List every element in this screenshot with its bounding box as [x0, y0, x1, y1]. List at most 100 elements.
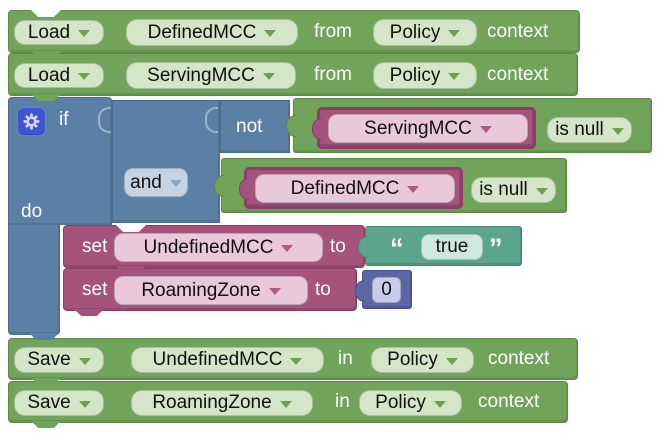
variable-value: UndefinedMCC — [143, 236, 274, 258]
block-isnull-servingmcc[interactable]: ServingMCC is null — [286, 98, 652, 153]
variable-value: RoamingZone — [141, 279, 261, 301]
context-value: Policy — [375, 392, 426, 413]
bottom-tab — [116, 266, 146, 273]
to-label: to — [330, 235, 346, 257]
number-value: 0 — [381, 279, 392, 300]
variable-dropdown[interactable]: UndefinedMCC — [131, 347, 324, 373]
dropdown-arrow-icon — [169, 180, 182, 187]
gear-glyph — [23, 113, 40, 130]
if-label: if — [59, 108, 69, 130]
bottom-tab — [31, 421, 61, 428]
variable-value: DefinedMCC — [290, 177, 400, 199]
not-label: not — [236, 115, 263, 137]
block-number-zero[interactable]: 0 — [355, 270, 412, 309]
load-action-dropdown[interactable]: Load — [14, 63, 104, 88]
block-set-undefinedmcc[interactable]: set UndefinedMCC to — [63, 225, 365, 273]
variable-dropdown[interactable]: DefinedMCC — [126, 19, 298, 46]
open-quote: “ — [390, 233, 404, 263]
top-notch — [31, 10, 61, 17]
variable-dropdown[interactable]: ServingMCC — [126, 62, 296, 89]
block-if-do-spine[interactable]: do — [8, 201, 60, 340]
context-value: Policy — [389, 64, 441, 86]
dropdown-arrow-icon — [479, 126, 492, 133]
gear-icon[interactable] — [17, 107, 46, 136]
to-label: to — [315, 278, 331, 300]
context-label: context — [487, 63, 549, 85]
puzzle-tab-icon — [312, 118, 322, 140]
context-label: context — [478, 391, 540, 412]
block-load-definedmcc[interactable]: Load DefinedMCC from Policy context — [8, 10, 580, 58]
variable-value: ServingMCC — [364, 117, 472, 139]
context-dropdown[interactable]: Policy — [373, 19, 477, 46]
context-value: Policy — [389, 21, 441, 43]
dropdown-arrow-icon — [433, 400, 446, 408]
variable-dropdown[interactable]: UndefinedMCC — [114, 233, 323, 262]
close-quote: ” — [489, 233, 503, 263]
load-action-value: Load — [27, 64, 71, 86]
variable-value: DefinedMCC — [147, 21, 257, 43]
block-save-undefinedmcc[interactable]: Save UndefinedMCC in Policy context — [8, 338, 578, 385]
block-variable-servingmcc[interactable]: ServingMCC — [312, 107, 536, 149]
variable-value: RoamingZone — [152, 392, 272, 413]
null-check-dropdown[interactable]: is null — [471, 177, 556, 203]
context-dropdown[interactable]: Policy — [373, 62, 477, 89]
check-value: is null — [479, 179, 528, 200]
bottom-tab — [74, 309, 104, 316]
dropdown-arrow-icon — [535, 187, 548, 195]
block-variable-definedmcc[interactable]: DefinedMCC — [239, 167, 463, 209]
load-action-dropdown[interactable]: Load — [14, 20, 104, 45]
top-notch — [116, 225, 146, 232]
block-string-true[interactable]: “ true ” — [358, 226, 522, 266]
bottom-tab — [31, 51, 61, 58]
variable-dropdown[interactable]: DefinedMCC — [255, 174, 455, 203]
dropdown-arrow-icon — [290, 357, 303, 365]
bottom-tab — [31, 94, 61, 101]
variable-dropdown[interactable]: ServingMCC — [328, 114, 528, 143]
dropdown-arrow-icon — [611, 127, 624, 135]
dropdown-arrow-icon — [262, 73, 275, 80]
null-check-dropdown[interactable]: is null — [547, 117, 632, 143]
from-label: from — [314, 63, 352, 85]
block-load-servingmcc[interactable]: Load ServingMCC from Policy context — [8, 53, 578, 101]
variable-value: UndefinedMCC — [152, 349, 283, 370]
dropdown-arrow-icon — [78, 73, 91, 80]
save-action-dropdown[interactable]: Save — [14, 347, 104, 373]
operator-value: and — [130, 171, 162, 193]
dropdown-arrow-icon — [448, 30, 461, 37]
block-if[interactable]: if — [8, 97, 112, 225]
do-label: do — [21, 200, 43, 222]
string-input[interactable]: true — [421, 234, 483, 260]
from-label: from — [314, 20, 352, 42]
string-value: true — [435, 236, 469, 257]
dropdown-arrow-icon — [78, 400, 91, 408]
block-set-roamingzone[interactable]: set RoamingZone to — [63, 268, 357, 316]
logic-operator-dropdown[interactable]: and — [124, 168, 188, 197]
block-logic-and[interactable]: and — [112, 100, 220, 223]
puzzle-tab-icon — [239, 178, 249, 200]
variable-dropdown[interactable]: RoamingZone — [131, 390, 313, 416]
check-value: is null — [555, 119, 604, 140]
bottom-tab — [29, 333, 59, 340]
context-dropdown[interactable]: Policy — [359, 390, 462, 416]
number-input[interactable]: 0 — [372, 277, 401, 303]
dropdown-arrow-icon — [445, 357, 458, 365]
block-save-roamingzone[interactable]: Save RoamingZone in Policy context — [8, 381, 568, 428]
save-action-dropdown[interactable]: Save — [14, 390, 104, 416]
save-action-value: Save — [27, 349, 71, 370]
block-logic-not[interactable]: not — [220, 100, 290, 153]
block-isnull-definedmcc[interactable]: DefinedMCC is null — [214, 158, 567, 213]
variable-dropdown[interactable]: RoamingZone — [114, 276, 308, 305]
variable-value: ServingMCC — [147, 64, 255, 86]
load-action-value: Load — [27, 21, 71, 43]
context-label: context — [487, 20, 549, 42]
dropdown-arrow-icon — [264, 30, 277, 37]
dropdown-arrow-icon — [268, 288, 281, 295]
set-label: set — [82, 235, 108, 257]
context-value: Policy — [387, 349, 438, 370]
in-label: in — [338, 348, 353, 369]
dropdown-arrow-icon — [407, 186, 420, 193]
context-dropdown[interactable]: Policy — [371, 347, 474, 373]
bottom-tab — [31, 378, 61, 385]
in-label: in — [335, 391, 350, 412]
